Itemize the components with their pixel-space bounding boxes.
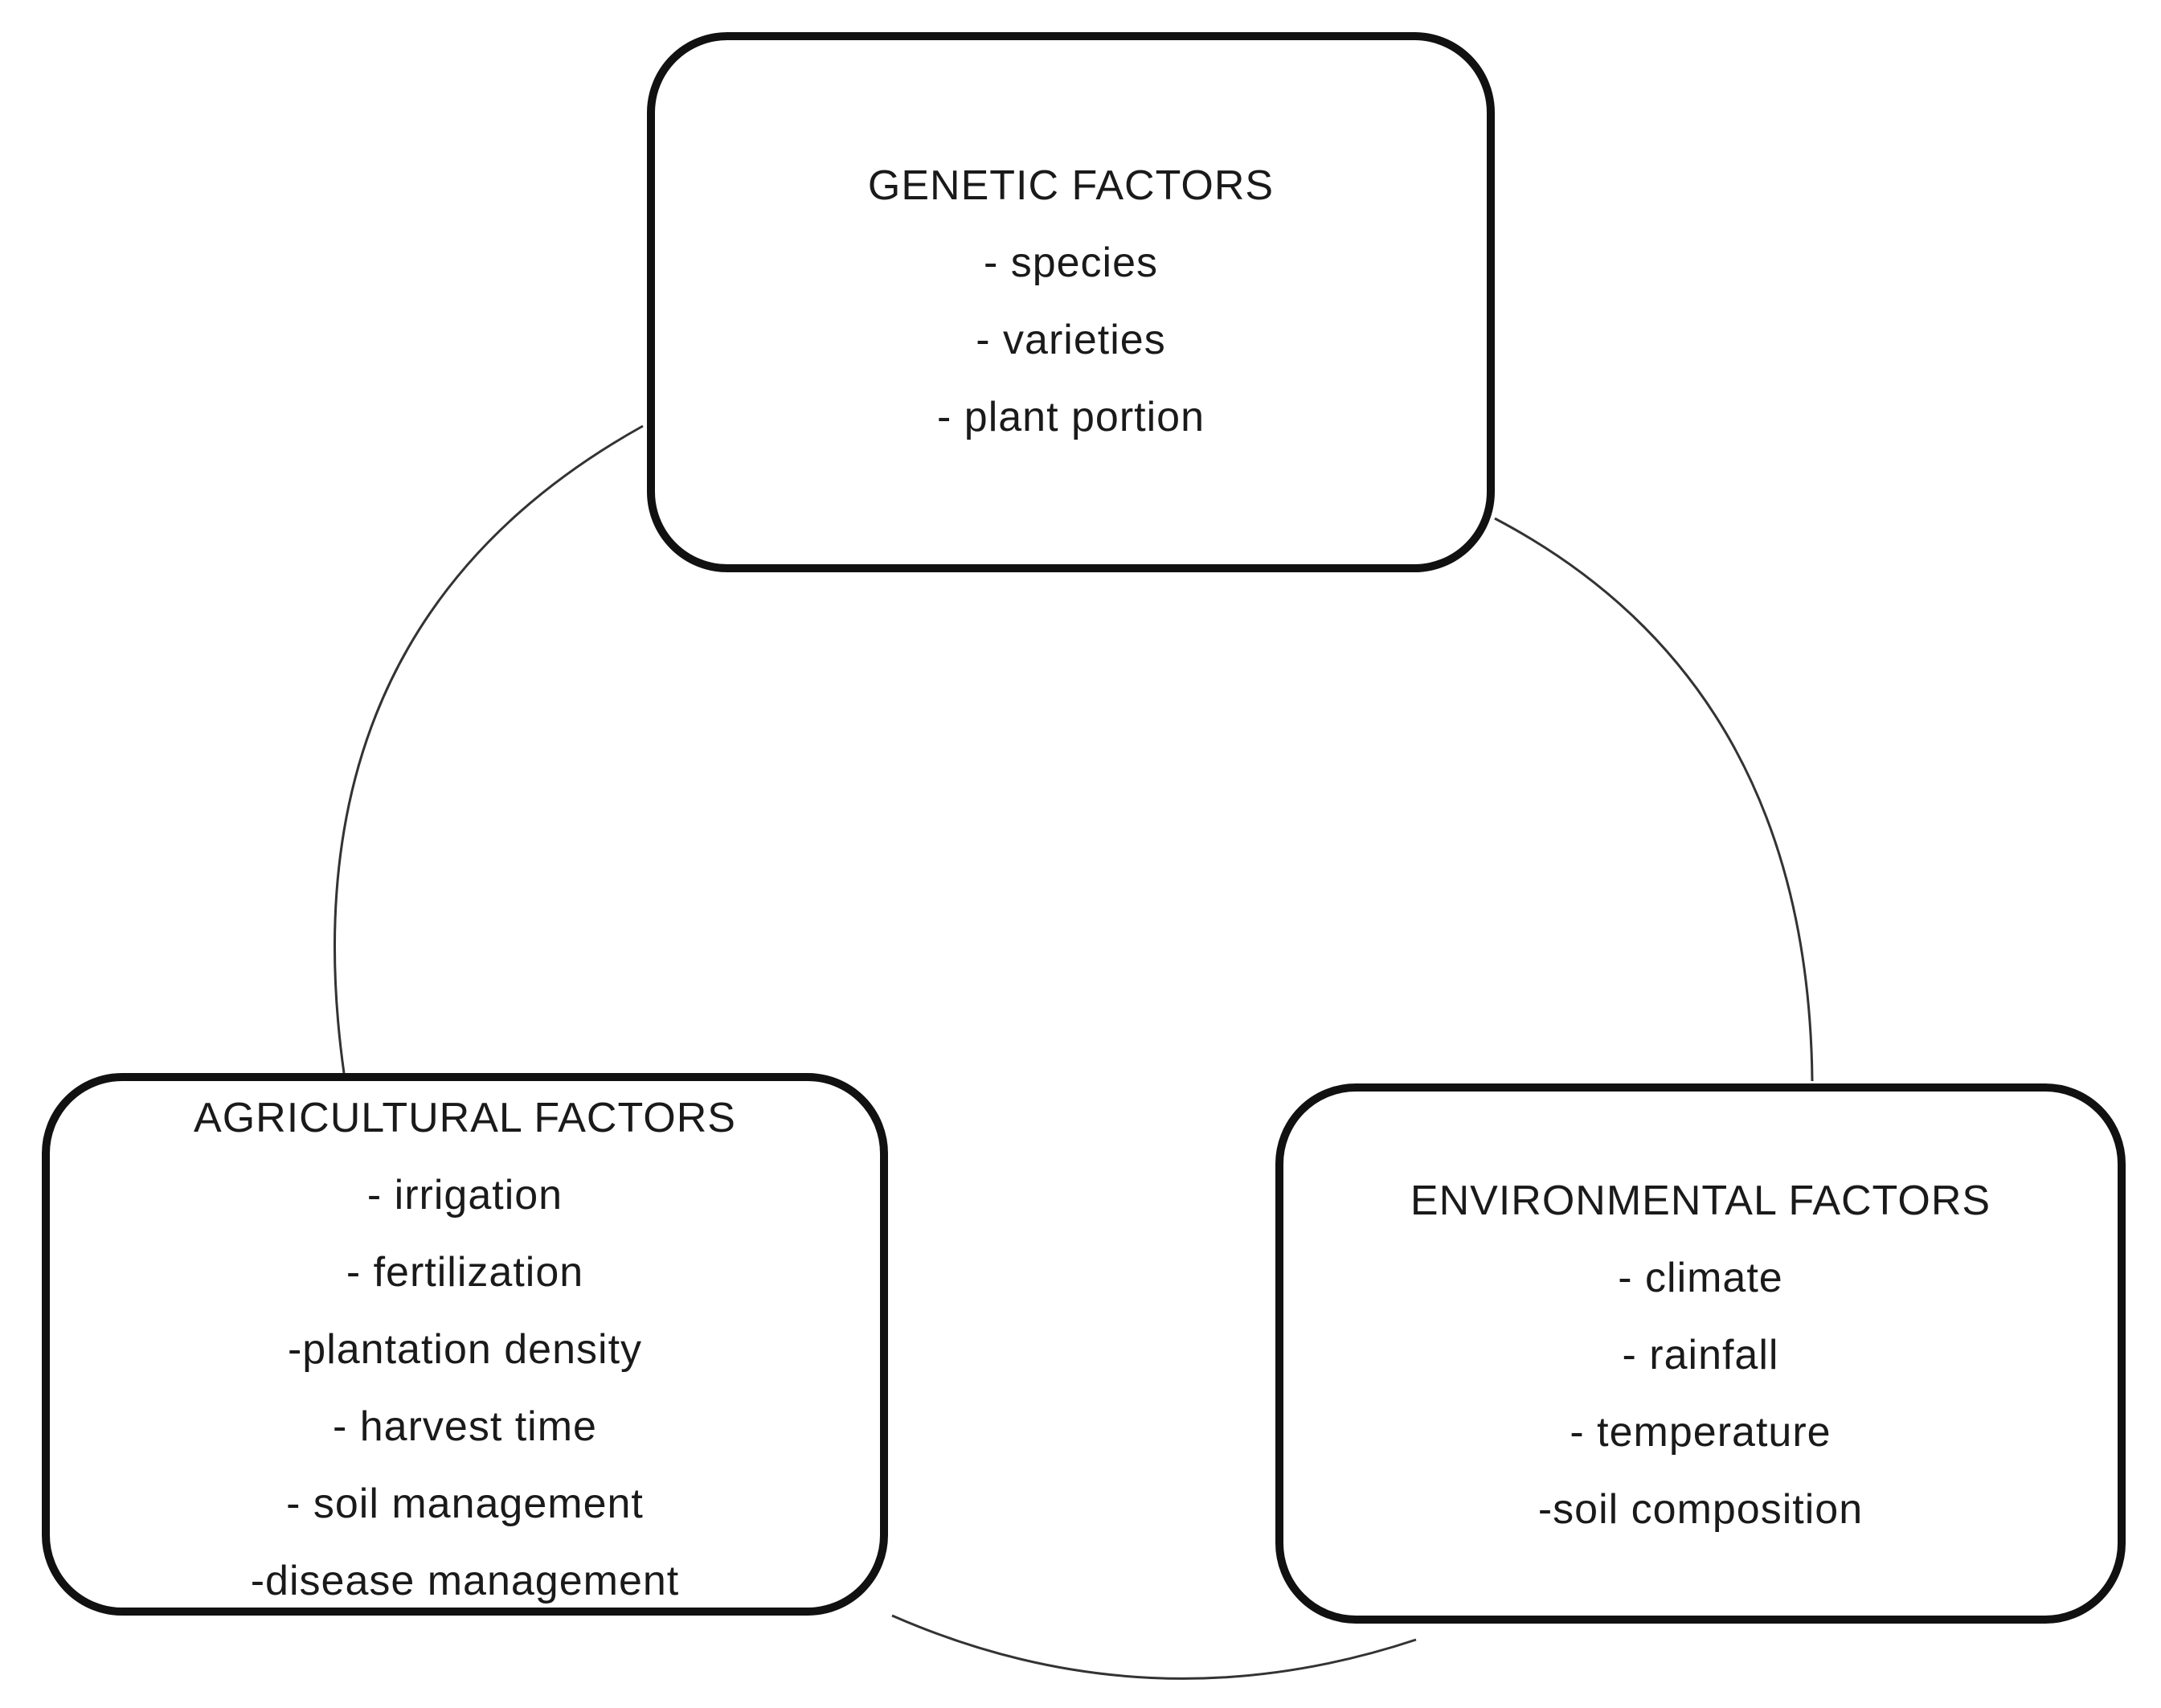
genetic-factors-title: GENETIC FACTORS xyxy=(867,162,1275,209)
environmental-factors-title: ENVIRONMENTAL FACTORS xyxy=(1410,1178,1991,1224)
environmental-item-climate: - climate xyxy=(1618,1255,1783,1301)
environmental-item-soil-composition: -soil composition xyxy=(1537,1486,1864,1533)
agricultural-item-soil-management: - soil management xyxy=(286,1481,644,1527)
connector-genetic-to-environmental xyxy=(1494,517,1814,1082)
agricultural-item-fertilization: - fertilization xyxy=(346,1249,584,1296)
genetic-item-plant-portion: - plant portion xyxy=(937,394,1205,440)
agricultural-item-disease-management: -disease management xyxy=(250,1558,680,1604)
agricultural-item-plantation-density: -plantation density xyxy=(287,1326,643,1373)
environmental-factors-box: ENVIRONMENTAL FACTORS - climate - rainfa… xyxy=(1275,1083,2126,1624)
environmental-item-temperature: - temperature xyxy=(1570,1409,1832,1456)
genetic-item-varieties: - varieties xyxy=(976,317,1166,363)
genetic-item-species: - species xyxy=(983,240,1159,286)
connector-environmental-to-agricultural xyxy=(891,1614,1417,1680)
agricultural-item-harvest-time: - harvest time xyxy=(333,1403,597,1450)
agricultural-factors-box: AGRICULTURAL FACTORS - irrigation - fert… xyxy=(42,1073,888,1616)
agricultural-factors-title: AGRICULTURAL FACTORS xyxy=(194,1095,736,1141)
connector-agricultural-to-genetic xyxy=(334,424,644,1074)
environmental-item-rainfall: - rainfall xyxy=(1622,1332,1779,1378)
genetic-factors-box: GENETIC FACTORS - species - varieties - … xyxy=(647,32,1495,572)
agricultural-item-irrigation: - irrigation xyxy=(366,1172,563,1219)
